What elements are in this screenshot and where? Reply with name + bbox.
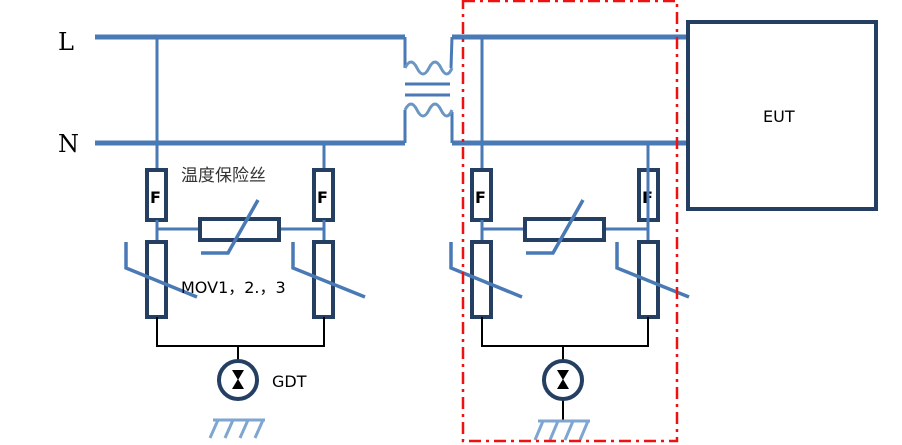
ground-right-icon xyxy=(533,419,590,441)
ground-left-icon xyxy=(208,418,265,439)
fuse-right-1-label: F xyxy=(475,188,486,207)
right-protection-stage: F F xyxy=(449,37,690,441)
protection-module-boundary xyxy=(461,0,679,443)
mov-label: MOV1，2.，3 xyxy=(181,278,286,297)
thermal-fuse-label: 温度保险丝 xyxy=(181,166,266,186)
line-label: L xyxy=(58,28,74,56)
common-mode-choke xyxy=(403,36,454,143)
neutral-label: N xyxy=(58,130,79,158)
eut-label: EUT xyxy=(763,107,795,126)
eut-box xyxy=(686,20,878,211)
fuse-left-2-label: F xyxy=(317,188,328,207)
gdt-label: GDT xyxy=(272,372,307,391)
left-protection-stage: F F 温度保险丝 MOV1，2.，3 GDT xyxy=(124,37,366,439)
fuse-left-1-label: F xyxy=(150,188,161,207)
